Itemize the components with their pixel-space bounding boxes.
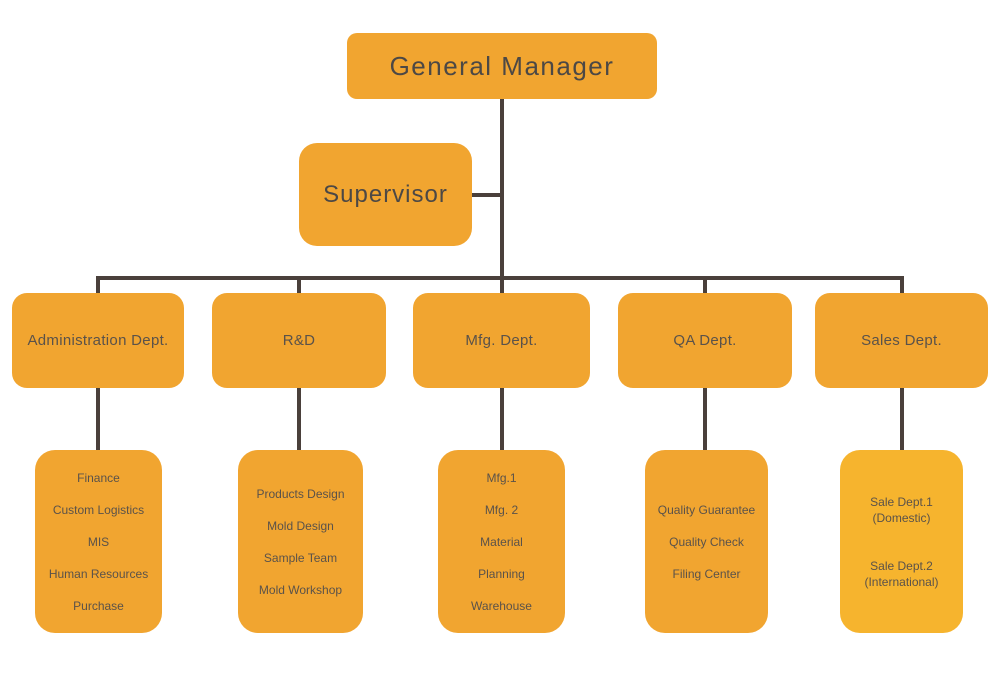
sub-item: Warehouse	[471, 598, 532, 613]
node-supervisor: Supervisor	[299, 143, 472, 246]
connector-sub-qa	[703, 386, 707, 454]
sub-item: Purchase	[73, 598, 124, 613]
sub-list: Sale Dept.1 (Domestic) Sale Dept.2 (Inte…	[840, 494, 963, 590]
sub-item: Quality Check	[669, 534, 744, 549]
node-sub-qa: Quality Guarantee Quality Check Filing C…	[645, 450, 768, 633]
node-label: QA Dept.	[673, 332, 737, 349]
connector-sub-sales	[900, 386, 904, 454]
node-label: Mfg. Dept.	[465, 332, 538, 349]
connector-supervisor	[472, 193, 502, 197]
sub-list: Mfg.1 Mfg. 2 Material Planning Warehouse	[438, 472, 565, 612]
sub-item: Sale Dept.2	[870, 558, 933, 573]
sub-item: Mfg. 2	[484, 502, 519, 517]
sub-item: Mfg.1	[486, 470, 517, 485]
connector-trunk	[500, 99, 504, 279]
node-label: General Manager	[389, 50, 615, 81]
sub-item: MIS	[87, 534, 110, 549]
sub-item: Planning	[478, 566, 525, 581]
node-dept-mfg: Mfg. Dept.	[413, 293, 590, 388]
node-label: R&D	[282, 332, 316, 349]
node-general-manager: General Manager	[347, 33, 657, 99]
connector-sub-rnd	[297, 386, 301, 454]
sub-item: (International)	[864, 574, 939, 589]
sub-item: Mold Workshop	[258, 582, 343, 597]
sub-item: Custom Logistics	[52, 502, 145, 517]
sub-item: Material	[480, 534, 523, 549]
node-dept-sales: Sales Dept.	[815, 293, 988, 388]
sub-item-group: Sale Dept.2 (International)	[840, 558, 963, 590]
connector-drop-rnd	[297, 276, 301, 302]
sub-item: Sale Dept.1	[870, 494, 933, 509]
connector-drop-sales	[900, 276, 904, 302]
sub-item-group: Sale Dept.1 (Domestic)	[840, 494, 963, 526]
sub-item: Mold Design	[267, 518, 334, 533]
sub-list: Products Design Mold Design Sample Team …	[238, 488, 363, 596]
connector-drop-admin	[96, 276, 100, 302]
connector-sub-admin	[96, 386, 100, 454]
sub-item: Quality Guarantee	[657, 502, 756, 517]
connector-drop-qa	[703, 276, 707, 302]
sub-item: Finance	[77, 470, 120, 485]
connector-sub-mfg	[500, 386, 504, 454]
connector-drop-mfg	[500, 276, 504, 302]
sub-list: Quality Guarantee Quality Check Filing C…	[645, 504, 768, 580]
sub-item: Filing Center	[672, 566, 741, 581]
node-sub-administration: Finance Custom Logistics MIS Human Resou…	[35, 450, 162, 633]
sub-item: Human Resources	[48, 566, 149, 581]
sub-item: Sample Team	[263, 550, 338, 565]
node-sub-sales: Sale Dept.1 (Domestic) Sale Dept.2 (Inte…	[840, 450, 963, 633]
node-label: Sales Dept.	[861, 332, 942, 349]
node-label: Supervisor	[323, 180, 448, 208]
sub-item: Products Design	[256, 486, 345, 501]
node-sub-rnd: Products Design Mold Design Sample Team …	[238, 450, 363, 633]
sub-item: (Domestic)	[872, 510, 931, 525]
node-dept-rnd: R&D	[212, 293, 386, 388]
node-sub-mfg: Mfg.1 Mfg. 2 Material Planning Warehouse	[438, 450, 565, 633]
node-dept-qa: QA Dept.	[618, 293, 792, 388]
node-label: Administration Dept.	[27, 332, 169, 349]
node-dept-administration: Administration Dept.	[12, 293, 184, 388]
sub-list: Finance Custom Logistics MIS Human Resou…	[35, 472, 162, 612]
